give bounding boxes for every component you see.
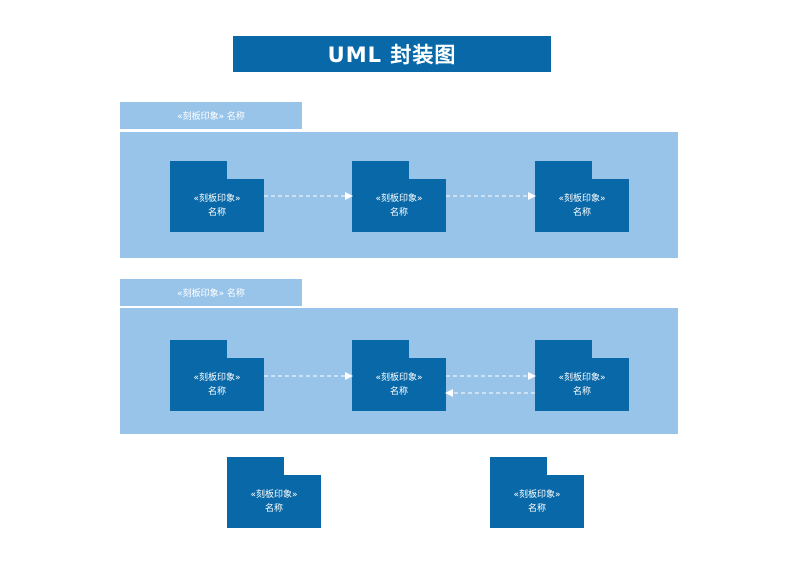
package-tab [170, 161, 227, 181]
package-stereotype: «刻板印象» [375, 372, 423, 383]
package-name: 名称 [207, 207, 226, 218]
package-6[interactable]: «刻板印象» 名称 [535, 340, 629, 411]
package-tab [352, 161, 409, 181]
package-name: 名称 [207, 386, 226, 397]
package-body: «刻板印象» 名称 [170, 358, 264, 411]
package-stereotype: «刻板印象» [558, 193, 606, 204]
package-body: «刻板印象» 名称 [352, 358, 446, 411]
diagram-title: UML 封装图 [233, 36, 551, 72]
package-1[interactable]: «刻板印象» 名称 [170, 161, 264, 232]
package-stereotype: «刻板印象» [250, 489, 298, 500]
package-2[interactable]: «刻板印象» 名称 [352, 161, 446, 232]
package-body: «刻板印象» 名称 [490, 475, 584, 528]
package-name: 名称 [389, 386, 408, 397]
package-tab [170, 340, 227, 360]
package-tab [535, 161, 592, 181]
package-name: 名称 [264, 503, 283, 514]
package-tab [227, 457, 284, 477]
package-name: 名称 [527, 503, 546, 514]
package-body: «刻板印象» 名称 [535, 358, 629, 411]
package-stereotype: «刻板印象» [375, 193, 423, 204]
package-body: «刻板印象» 名称 [535, 179, 629, 232]
package-stereotype: «刻板印象» [513, 489, 561, 500]
package-stereotype: «刻板印象» [193, 372, 241, 383]
package-tab [535, 340, 592, 360]
package-name: 名称 [389, 207, 408, 218]
package-name: 名称 [572, 386, 591, 397]
package-body: «刻板印象» 名称 [170, 179, 264, 232]
package-8[interactable]: «刻板印象» 名称 [490, 457, 584, 528]
package-tab [490, 457, 547, 477]
package-3[interactable]: «刻板印象» 名称 [535, 161, 629, 232]
package-stereotype: «刻板印象» [558, 372, 606, 383]
package-body: «刻板印象» 名称 [352, 179, 446, 232]
group-2-label: «刻板印象» 名称 [120, 279, 302, 306]
package-body: «刻板印象» 名称 [227, 475, 321, 528]
package-4[interactable]: «刻板印象» 名称 [170, 340, 264, 411]
group-1-label: «刻板印象» 名称 [120, 102, 302, 129]
package-5[interactable]: «刻板印象» 名称 [352, 340, 446, 411]
package-stereotype: «刻板印象» [193, 193, 241, 204]
package-name: 名称 [572, 207, 591, 218]
package-tab [352, 340, 409, 360]
package-7[interactable]: «刻板印象» 名称 [227, 457, 321, 528]
